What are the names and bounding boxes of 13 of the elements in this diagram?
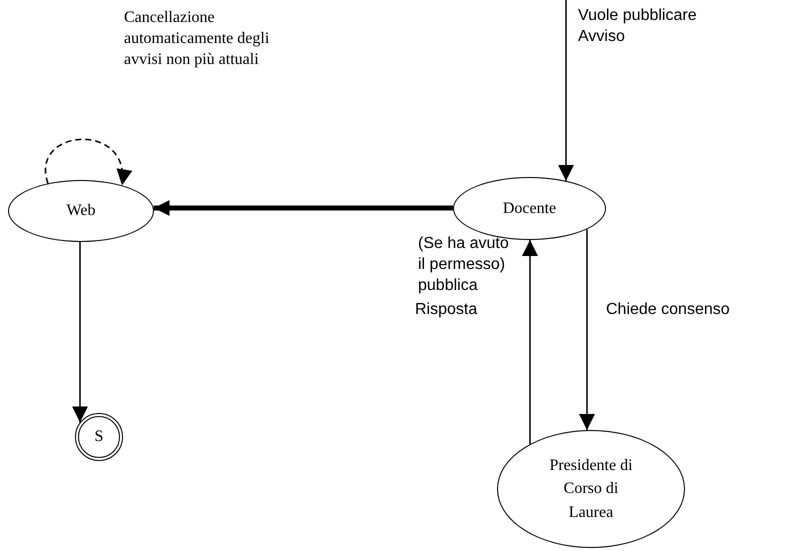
arrow — [72, 242, 88, 422]
state-ellipse: Web — [8, 180, 154, 242]
arrow — [558, 0, 574, 181]
edge-label: Risposta — [415, 300, 478, 320]
arrow — [579, 229, 595, 430]
final-state-circle: S — [75, 413, 123, 461]
arrow — [522, 240, 538, 444]
edge-label: Vuole pubblicare Avviso — [578, 6, 698, 47]
arrow — [44, 138, 130, 186]
arrow — [154, 200, 453, 216]
state-ellipse: Presidente di Corso di Laurea — [497, 430, 685, 548]
edge-label: Chiede consenso — [606, 300, 731, 320]
edge-label: Cancellazione automaticamente degli avvisi non più attuali — [124, 8, 270, 70]
